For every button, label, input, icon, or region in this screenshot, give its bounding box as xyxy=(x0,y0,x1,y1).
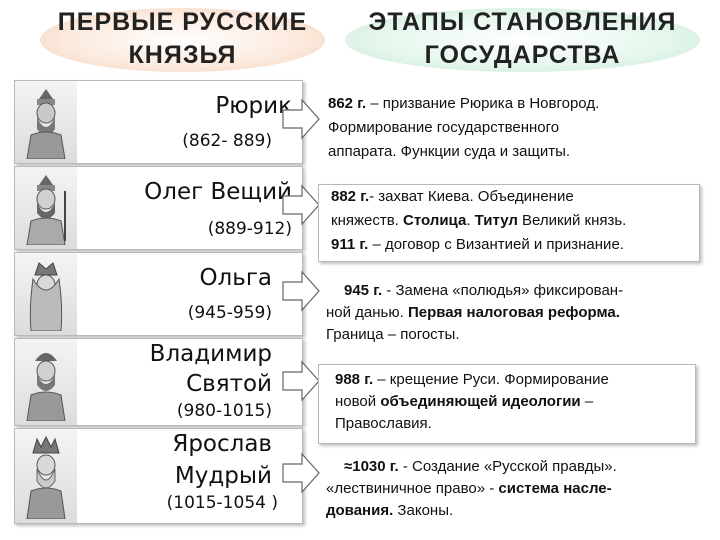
prince-name: Олег Вещий xyxy=(144,179,292,205)
right-header-line2: ГОСУДАРСТВА xyxy=(345,39,700,72)
left-header-line1: ПЕРВЫЕ РУССКИЕ xyxy=(40,6,325,39)
stage-text-1030: ≈1030 г. - Создание «Русской правды». «л… xyxy=(318,456,704,522)
arrow-right-icon xyxy=(282,360,320,402)
prince-portrait-icon xyxy=(15,429,77,523)
prince-name: Ярослав xyxy=(172,431,272,457)
arrow-right-icon xyxy=(282,184,320,226)
prince-dates: (945-959) xyxy=(188,303,272,323)
prince-name: Владимир xyxy=(150,341,272,367)
left-header: ПЕРВЫЕ РУССКИЕ КНЯЗЬЯ xyxy=(40,6,325,72)
stage-text-945: 945 г. - Замена «полюдья» фиксирован- но… xyxy=(318,280,704,346)
stage-year: 882 г. xyxy=(331,188,369,205)
prince-card-vladimir: Владимир Святой (980-1015) xyxy=(14,338,303,426)
prince-dates: (980-1015) xyxy=(177,401,272,421)
stage-year: 945 г. xyxy=(344,282,382,299)
stage-year: 911 г. xyxy=(331,236,368,253)
arrow-right-icon xyxy=(282,452,320,494)
prince-card-oleg: Олег Вещий (889-912) xyxy=(14,166,303,250)
stage-year: 988 г. xyxy=(335,371,373,388)
prince-dates: (1015-1054 ) xyxy=(167,493,278,513)
prince-dates: (889-912) xyxy=(208,219,292,239)
prince-card-yaroslav: Ярослав Мудрый (1015-1054 ) xyxy=(14,428,303,524)
prince-portrait-icon xyxy=(15,167,77,249)
prince-dates: (862- 889) xyxy=(182,131,272,151)
right-header: ЭТАПЫ СТАНОВЛЕНИЯ ГОСУДАРСТВА xyxy=(345,6,700,72)
princess-portrait-icon xyxy=(15,253,77,335)
prince-card-olga: Ольга (945-959) xyxy=(14,252,303,336)
prince-portrait-icon xyxy=(15,339,77,425)
prince-portrait-icon xyxy=(15,81,77,163)
left-header-line2: КНЯЗЬЯ xyxy=(40,39,325,72)
stage-text-862: 862 г. – призвание Рюрика в Новгород. Фо… xyxy=(318,92,706,164)
arrow-right-icon xyxy=(282,98,320,140)
stage-year: 862 г. xyxy=(328,95,366,112)
stage-year: ≈1030 г. xyxy=(344,458,399,475)
prince-name: Рюрик xyxy=(215,93,292,119)
stage-box-882: 882 г.- захват Киева. Объединение княжес… xyxy=(318,184,700,262)
right-header-line1: ЭТАПЫ СТАНОВЛЕНИЯ xyxy=(345,6,700,39)
prince-name: Ольга xyxy=(199,265,272,291)
prince-name-line2: Мудрый xyxy=(175,463,272,489)
prince-card-rurik: Рюрик (862- 889) xyxy=(14,80,303,164)
stage-box-988: 988 г. – крещение Руси. Формирование нов… xyxy=(318,364,696,444)
arrow-right-icon xyxy=(282,270,320,312)
prince-name-line2: Святой xyxy=(186,371,272,397)
